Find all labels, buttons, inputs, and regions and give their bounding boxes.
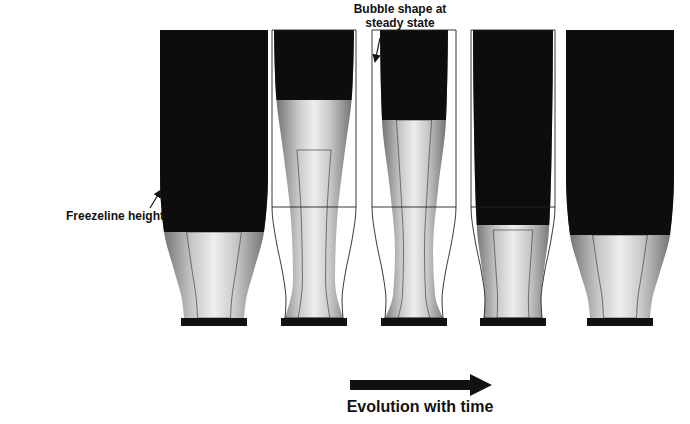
solid-region bbox=[550, 0, 690, 235]
die bbox=[281, 318, 347, 326]
inner-curve bbox=[396, 120, 431, 318]
die bbox=[480, 318, 546, 326]
die bbox=[181, 318, 247, 326]
callout-label: Freezeline height bbox=[50, 210, 180, 224]
steady-outline bbox=[372, 30, 456, 318]
bubble bbox=[550, 0, 690, 326]
solid-region bbox=[144, 0, 284, 232]
steady-freezeline bbox=[471, 207, 555, 208]
steady-freezeline bbox=[372, 207, 456, 208]
leader-line bbox=[375, 38, 380, 62]
inner-curve bbox=[297, 150, 331, 318]
die bbox=[381, 318, 447, 326]
leader-line bbox=[150, 190, 161, 208]
die bbox=[587, 318, 653, 326]
inner-curve bbox=[187, 232, 242, 318]
steady-outline bbox=[471, 30, 555, 318]
inner-curve bbox=[493, 230, 533, 318]
steady-outline bbox=[272, 30, 356, 318]
axis-label: Evolution with time bbox=[300, 398, 540, 416]
steady-freezeline bbox=[272, 207, 356, 208]
bubble bbox=[344, 0, 484, 326]
bubble bbox=[144, 0, 284, 326]
inner-curve bbox=[593, 235, 648, 318]
solid-region bbox=[443, 0, 583, 225]
time-arrow bbox=[350, 374, 492, 396]
solid-region bbox=[344, 0, 484, 120]
callout-label: Bubble shape at steady state bbox=[345, 3, 455, 31]
bubble bbox=[244, 0, 384, 326]
bubble bbox=[443, 0, 583, 326]
